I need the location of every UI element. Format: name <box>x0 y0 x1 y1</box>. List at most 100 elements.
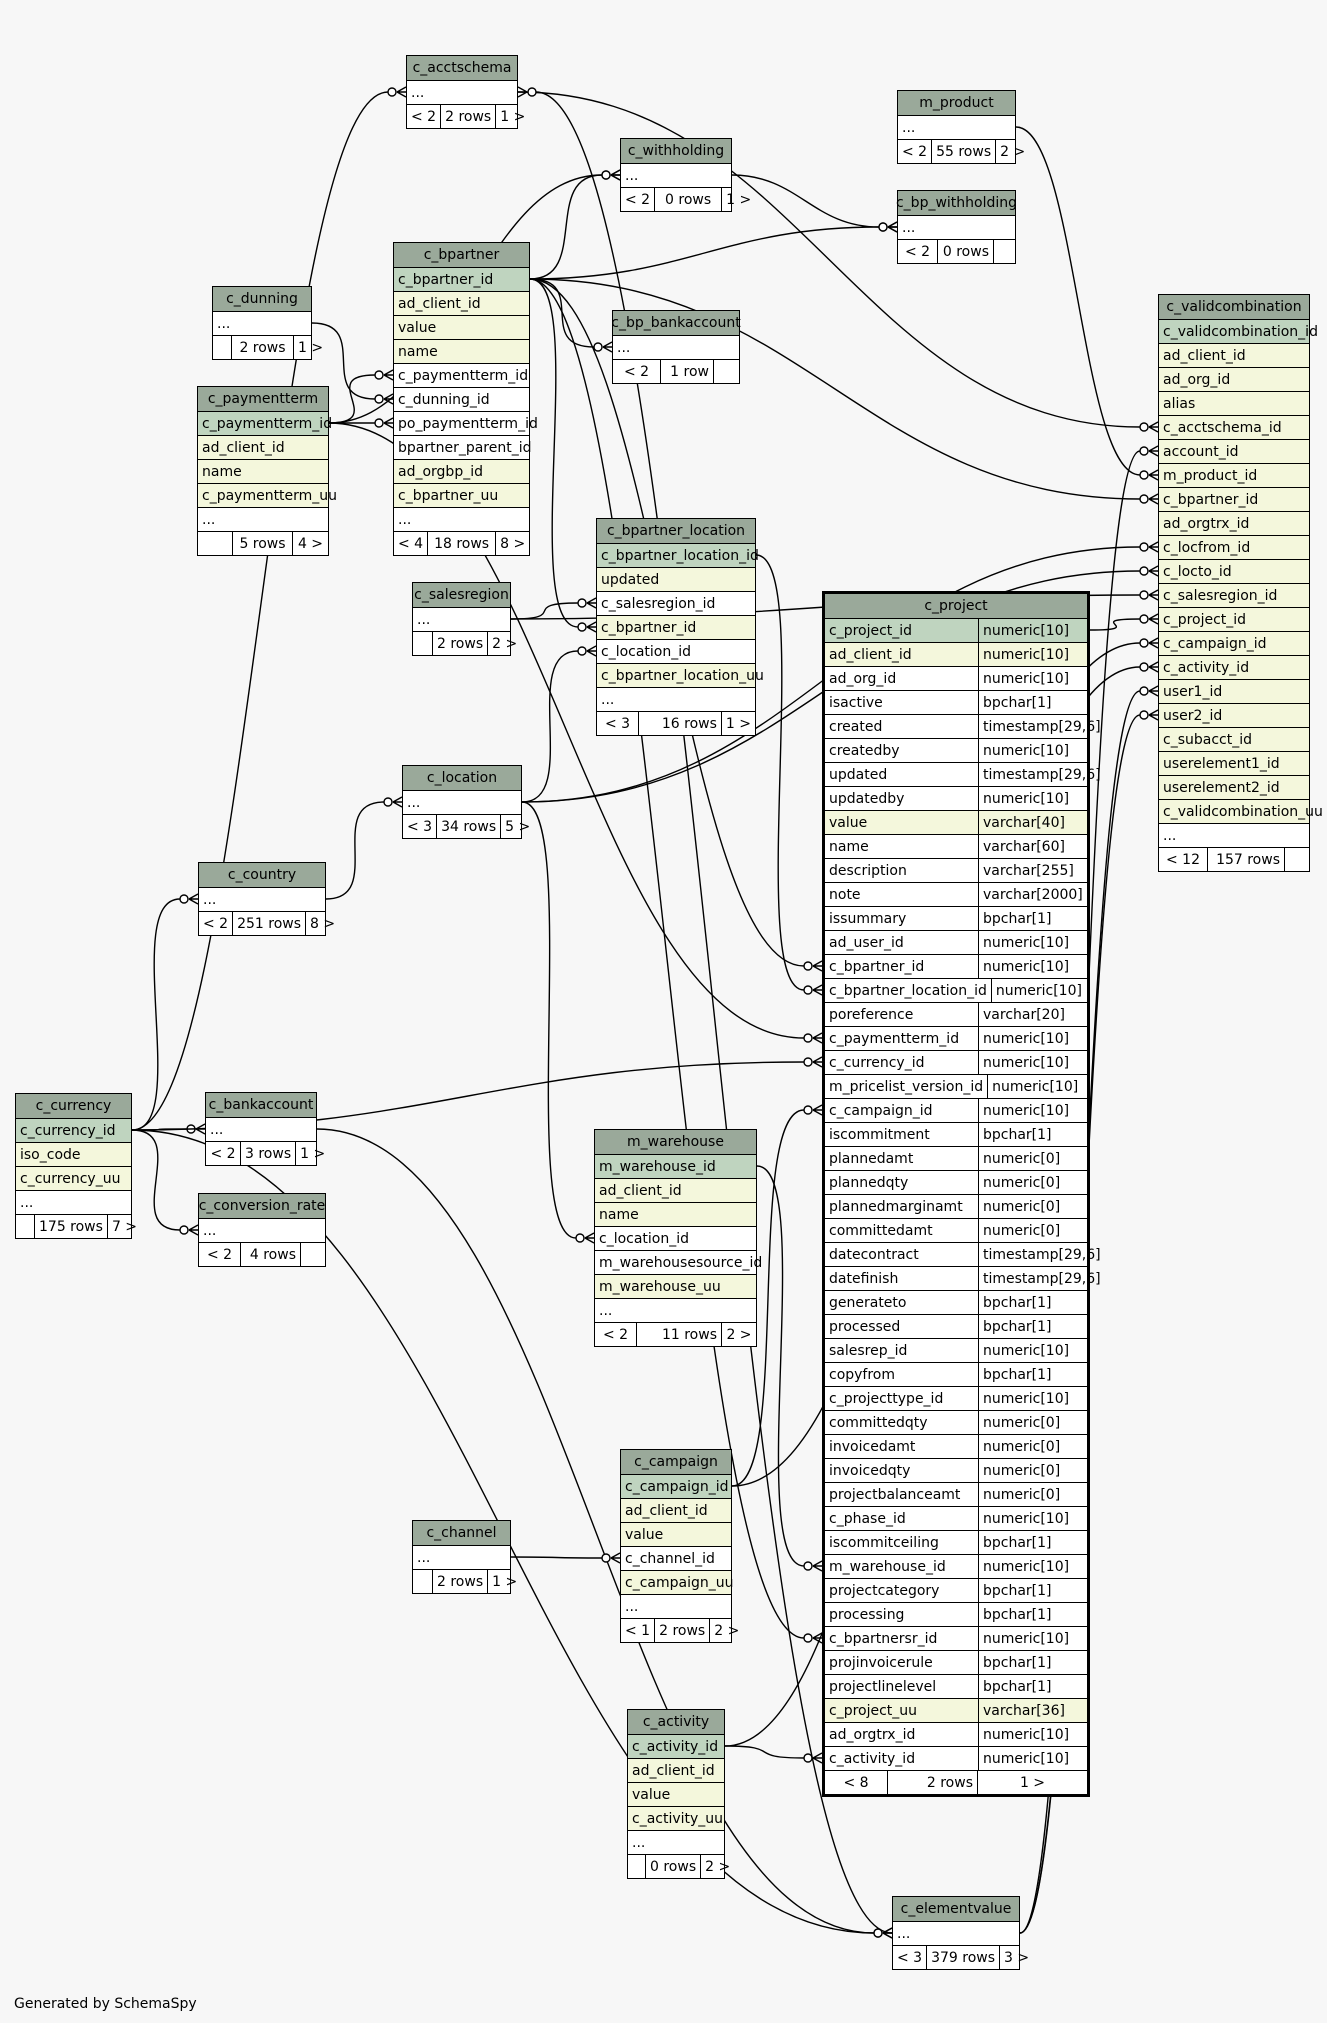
table-header[interactable]: c_salesregion <box>413 583 510 607</box>
column-row[interactable]: c_activity_uu <box>628 1806 724 1830</box>
column-row[interactable]: c_project_id <box>1159 607 1309 631</box>
column-row[interactable]: ad_client_id <box>621 1498 731 1522</box>
table-header[interactable]: c_bpartner_location <box>597 519 755 543</box>
column-row[interactable]: userelement1_id <box>1159 751 1309 775</box>
footer-next-link[interactable]: 2 > <box>487 632 521 655</box>
column-row[interactable]: c_paymentterm_id <box>198 411 332 435</box>
table-header[interactable]: c_project <box>825 594 1087 618</box>
column-row[interactable]: ... <box>403 790 521 814</box>
table-header[interactable]: c_dunning <box>213 287 311 311</box>
column-row[interactable]: c_campaign_id <box>1159 631 1309 655</box>
column-row[interactable]: account_id <box>1159 439 1309 463</box>
column-row[interactable]: ... <box>898 115 1015 139</box>
column-row[interactable]: c_locfrom_id <box>1159 535 1309 559</box>
column-row[interactable]: c_bpartner_location_id <box>597 543 759 567</box>
table-header[interactable]: c_bp_bankaccount <box>611 311 741 335</box>
column-row[interactable]: ad_org_id <box>1159 367 1309 391</box>
footer-next-link[interactable]: 5 > <box>500 815 534 838</box>
table-header[interactable]: c_acctschema <box>407 56 517 80</box>
footer-prev-link[interactable]: < 2 <box>904 243 931 260</box>
footer-prev-link[interactable]: < 2 <box>203 915 229 932</box>
column-row[interactable]: c_bpartner_id <box>394 267 529 291</box>
table-header[interactable]: c_validcombination <box>1159 295 1309 319</box>
column-row[interactable]: c_activity_id <box>1159 655 1309 679</box>
column-row[interactable]: c_bpartner_id <box>597 615 755 639</box>
column-row[interactable]: ... <box>413 607 510 631</box>
footer-next-link[interactable]: 1 > <box>487 1570 521 1593</box>
footer-next-link[interactable]: 3 > <box>999 1946 1033 1969</box>
footer-prev-link[interactable]: < 2 <box>902 143 928 160</box>
column-row[interactable]: m_warehouse_uu <box>595 1274 756 1298</box>
column-row[interactable]: user2_id <box>1159 703 1309 727</box>
column-row[interactable]: ... <box>597 687 755 711</box>
column-row[interactable]: alias <box>1159 391 1309 415</box>
footer-prev-link[interactable]: < 2 <box>602 1326 629 1343</box>
column-row[interactable]: m_product_id <box>1159 463 1309 487</box>
footer-next-link[interactable]: 1 > <box>721 188 755 211</box>
column-row[interactable]: ... <box>206 1117 316 1141</box>
footer-prev-link[interactable]: < 8 <box>843 1774 869 1791</box>
column-row[interactable]: c_currency_id <box>16 1118 131 1142</box>
footer-prev-link[interactable]: < 1 <box>625 1622 651 1639</box>
column-row[interactable]: value <box>621 1522 731 1546</box>
column-row[interactable]: ... <box>407 80 517 104</box>
footer-next-link[interactable]: 8 > <box>305 912 339 935</box>
table-header[interactable]: c_bankaccount <box>206 1093 316 1117</box>
column-row[interactable]: po_paymentterm_id <box>394 411 538 435</box>
column-row[interactable]: c_bpartner_uu <box>394 483 529 507</box>
table-header[interactable]: c_elementvalue <box>893 1897 1019 1921</box>
footer-next-link[interactable]: 2 > <box>995 140 1029 163</box>
column-row[interactable]: name <box>394 339 529 363</box>
column-row[interactable]: iso_code <box>16 1142 131 1166</box>
table-header[interactable]: m_warehouse <box>595 1130 756 1154</box>
column-row[interactable]: c_bpartner_location_uu <box>597 663 764 687</box>
column-row[interactable]: ... <box>213 311 311 335</box>
column-row[interactable]: ... <box>621 163 731 187</box>
column-row[interactable]: m_warehousesource_id <box>595 1250 762 1274</box>
column-row[interactable]: c_currency_uu <box>16 1166 131 1190</box>
table-header[interactable]: c_bp_withholding <box>896 191 1017 215</box>
footer-next-link[interactable]: 1 > <box>495 105 529 128</box>
footer-next-link[interactable]: 2 > <box>700 1855 734 1878</box>
table-header[interactable]: c_paymentterm <box>198 387 328 411</box>
column-row[interactable]: c_subacct_id <box>1159 727 1309 751</box>
column-row[interactable]: ... <box>199 887 325 911</box>
footer-prev-link[interactable]: < 3 <box>897 1949 923 1966</box>
footer-prev-link[interactable]: < 2 <box>210 1145 236 1162</box>
column-row[interactable]: c_activity_id <box>628 1734 724 1758</box>
column-row[interactable]: ad_orgtrx_id <box>1159 511 1309 535</box>
column-row[interactable]: ... <box>198 507 328 531</box>
column-row[interactable]: ... <box>621 1594 731 1618</box>
column-row[interactable]: ad_orgbp_id <box>394 459 529 483</box>
footer-prev-link[interactable]: < 2 <box>625 191 651 208</box>
column-row[interactable]: userelement2_id <box>1159 775 1309 799</box>
column-row[interactable]: bpartner_parent_id <box>394 435 532 459</box>
table-header[interactable]: c_country <box>199 863 325 887</box>
column-row[interactable]: value <box>394 315 529 339</box>
footer-prev-link[interactable]: < 3 <box>407 818 433 835</box>
